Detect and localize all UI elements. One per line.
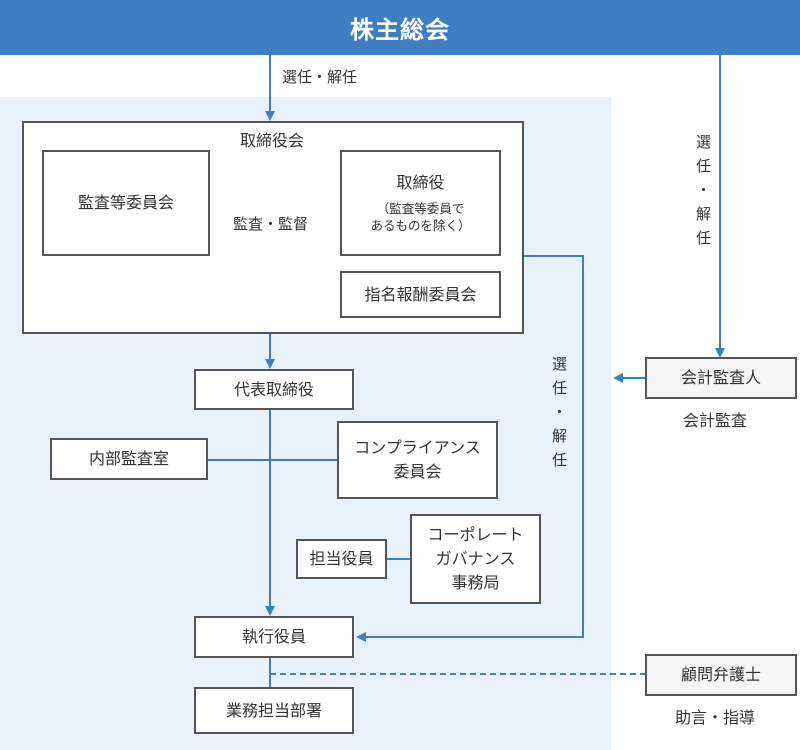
representative-director-box: 代表取締役: [194, 369, 354, 410]
accounting-auditor-label: 会計監査人: [680, 368, 761, 387]
officer-in-charge-box: 担当役員: [296, 539, 387, 579]
advice-guidance-label: 助言・指導: [675, 708, 756, 727]
executive-officers-label: 執行役員: [241, 627, 306, 646]
right-elect-dismiss-label: 選 任 ・ 解 任: [696, 128, 712, 252]
right-vchar-3: ・: [696, 181, 712, 199]
middle-vchar-4: 解: [552, 427, 568, 445]
compliance-committee-line2: 委員会: [393, 462, 442, 481]
governance-office-line2: ガバナンス: [435, 549, 516, 568]
middle-vchar-1: 選: [552, 355, 568, 373]
governance-office-box: コーポレート ガバナンス 事務局: [410, 514, 541, 604]
nomination-committee-label: 指名報酬委員会: [364, 284, 477, 304]
board-of-directors-title: 取締役会: [239, 131, 304, 150]
internal-audit-label: 内部監査室: [88, 449, 169, 468]
directors-note: （監査等委員で あるものを除く）: [370, 201, 470, 235]
middle-vchar-3: ・: [552, 403, 568, 421]
right-vchar-5: 任: [696, 229, 712, 247]
directors-note-line1: （監査等委員で: [376, 201, 465, 217]
right-vchar-1: 選: [696, 133, 712, 151]
business-departments-box: 業務担当部署: [194, 687, 354, 734]
nomination-committee-box: 指名報酬委員会: [340, 271, 501, 318]
accounting-auditor-box: 会計監査人: [645, 357, 797, 399]
representative-director-label: 代表取締役: [233, 379, 314, 399]
elect-dismiss-label: 選任・解任: [282, 68, 358, 86]
middle-vchar-2: 任: [552, 379, 568, 397]
legal-advisor-label: 顧問弁護士: [680, 665, 761, 684]
middle-elect-dismiss-label: 選 任 ・ 解 任: [552, 350, 568, 474]
audit-committee-box: 監査等委員会: [42, 150, 210, 256]
accounting-audit-label: 会計監査: [683, 411, 748, 430]
right-vchar-2: 任: [696, 157, 712, 175]
compliance-committee-line1: コンプライアンス: [354, 438, 481, 457]
executive-officers-box: 執行役員: [194, 616, 354, 658]
legal-advisor-box: 顧問弁護士: [645, 654, 797, 696]
business-departments-label: 業務担当部署: [225, 700, 322, 720]
compliance-committee-box: コンプライアンス 委員会: [337, 421, 498, 499]
directors-box: 取締役 （監査等委員で あるものを除く）: [340, 150, 501, 256]
audit-committee-label: 監査等委員会: [77, 193, 174, 212]
right-vchar-4: 解: [696, 205, 712, 223]
internal-audit-box: 内部監査室: [50, 438, 208, 480]
middle-vchar-5: 任: [552, 451, 568, 469]
shareholders-meeting-title: 株主総会: [350, 16, 450, 44]
directors-label: 取締役: [396, 173, 445, 193]
officer-in-charge-label: 担当役員: [309, 549, 374, 568]
governance-office-line1: コーポレート: [427, 525, 524, 544]
governance-office-line3: 事務局: [451, 573, 500, 592]
shareholders-meeting-banner: 株主総会: [0, 0, 800, 55]
directors-note-line2: あるものを除く）: [370, 218, 471, 233]
audit-supervise-label: 監査・監督: [233, 215, 309, 233]
